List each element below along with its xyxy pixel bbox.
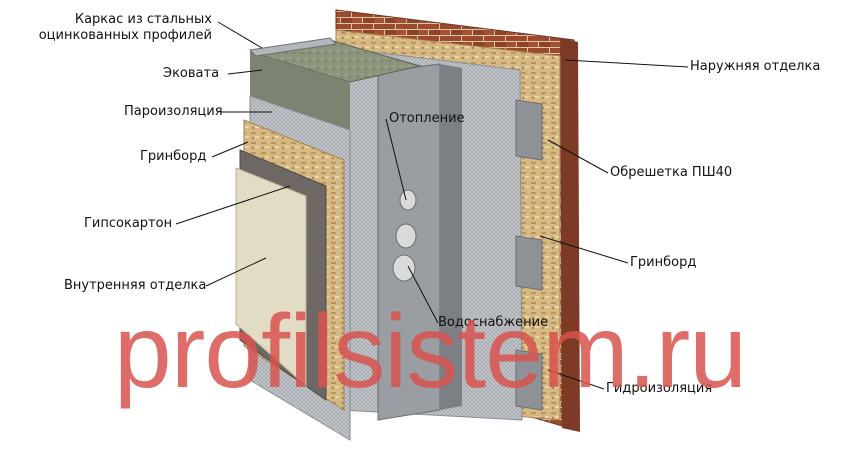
label-drywall: Гипсокартон xyxy=(84,216,173,231)
label-exterior-finish: Наружняя отделка xyxy=(690,59,821,74)
label-greenboard-left: Гринборд xyxy=(140,149,207,164)
top-channel xyxy=(248,37,338,57)
label-water-supply: Водоснабжение xyxy=(438,315,549,330)
label-ecowool: Эковата xyxy=(163,66,220,81)
watermark-text: profilsistem.ru xyxy=(113,294,747,410)
label-interior-finish: Внутренняя отделка xyxy=(64,278,207,293)
leader-lines xyxy=(175,21,689,390)
battens xyxy=(515,99,543,411)
label-frame: Каркас из стальных оцинкованных профилей xyxy=(38,12,212,43)
label-waterproofing: Гидроизоляция xyxy=(606,381,713,396)
label-battens: Обрешетка ПШ40 xyxy=(610,165,733,180)
label-greenboard-right: Гринборд xyxy=(630,255,697,270)
pipes xyxy=(392,189,417,282)
label-vapor-barrier: Пароизоляция xyxy=(124,104,223,119)
label-heating: Отопление xyxy=(389,111,465,126)
